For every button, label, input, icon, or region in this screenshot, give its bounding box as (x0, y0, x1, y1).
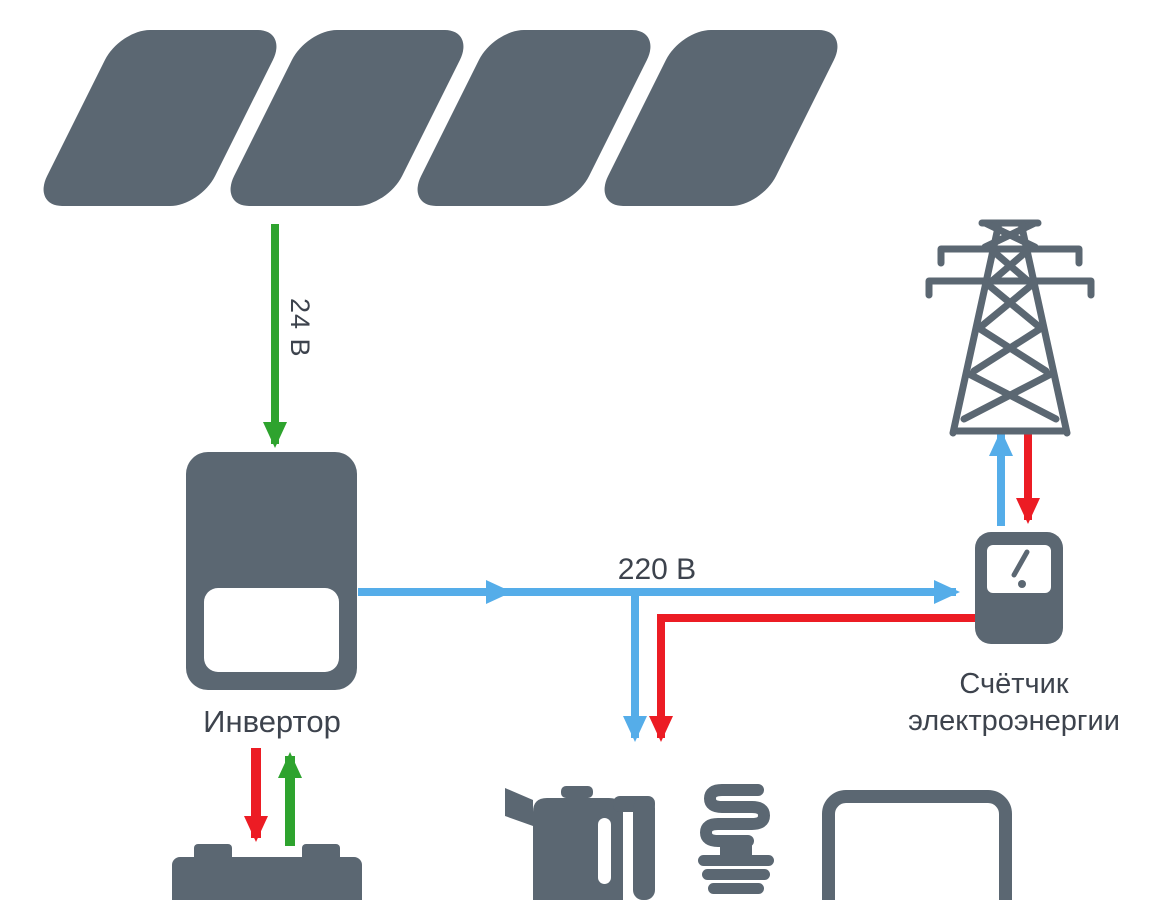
battery-body (172, 857, 362, 900)
meter-label: Счётчик электроэнергии (876, 666, 1152, 740)
meter-label-line1: Счётчик (959, 668, 1069, 700)
ac-voltage-label: 220 В (617, 553, 697, 586)
inverter-display (204, 588, 339, 672)
kettle-water-gauge (598, 818, 611, 884)
kettle-icon (505, 786, 655, 900)
battery-terminal (302, 844, 340, 858)
electricity-meter-icon (975, 532, 1063, 644)
tv-icon (822, 790, 1012, 900)
grid-import-to-loads-arrow (649, 614, 975, 742)
inverter-icon (186, 452, 357, 690)
meter-display (987, 545, 1051, 593)
ac-mid-arrowhead (486, 580, 512, 604)
battery-terminal (194, 844, 232, 858)
meter-label-line2: электроэнергии (908, 705, 1120, 737)
inverter-label: Инвертор (203, 704, 341, 739)
transmission-tower-icon (925, 219, 1095, 437)
meter-needle (1011, 549, 1030, 588)
dc-voltage-label: 24 В (285, 298, 315, 358)
cfl-lamp-icon (698, 784, 774, 894)
